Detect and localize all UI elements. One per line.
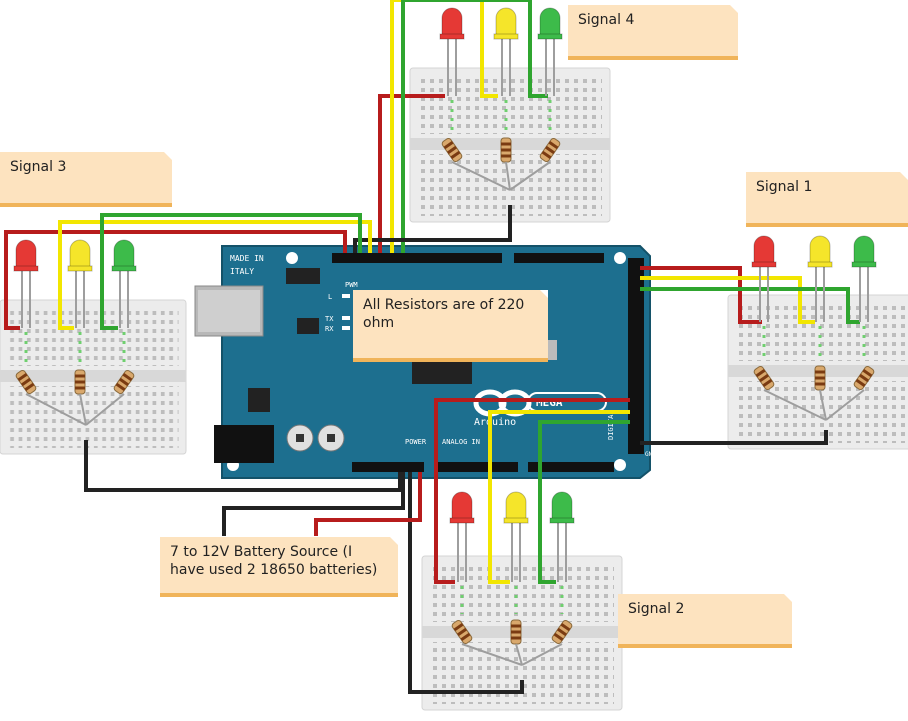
note-resistors-text: All Resistors are of 220 ohm <box>363 297 525 331</box>
led-group-signal-1 <box>751 235 877 421</box>
l-led-label: L <box>328 293 332 301</box>
led-group-signal-4 <box>439 7 563 191</box>
note-signal-4-text: Signal 4 <box>578 12 635 28</box>
brand-label: Arduino <box>474 417 516 428</box>
note-resistors: All Resistors are of 220 ohm <box>353 290 548 362</box>
green-led <box>113 239 135 269</box>
led-groups <box>13 7 877 666</box>
yellow-led <box>495 7 517 37</box>
gnd-label: GND <box>645 451 656 458</box>
green-led <box>551 491 573 521</box>
note-signal-1-text: Signal 1 <box>756 179 813 195</box>
wires <box>4 0 860 694</box>
led-group-signal-2 <box>449 491 575 666</box>
note-signal-3: Signal 3 <box>0 152 172 207</box>
red-led <box>15 239 37 269</box>
led-group-signal-3 <box>13 239 137 426</box>
model-label: MEGA <box>536 396 563 409</box>
note-signal-2: Signal 2 <box>618 594 792 648</box>
pwm-label: PWM <box>345 281 358 289</box>
yellow-led <box>809 235 831 265</box>
power-label: POWER <box>405 438 427 446</box>
note-signal-1: Signal 1 <box>746 172 908 227</box>
note-signal-3-text: Signal 3 <box>10 159 67 175</box>
arduino-mega-board: MADE IN ITALY PWM L TX RX Arduino MEGA P… <box>194 245 656 479</box>
power-jack <box>214 425 274 463</box>
analog-in-label: ANALOG IN <box>442 438 480 446</box>
note-signal-2-text: Signal 2 <box>628 601 685 617</box>
rx-label: RX <box>325 325 334 333</box>
note-battery-text: 7 to 12V Battery Source (I have used 2 1… <box>170 544 378 578</box>
italy-label: ITALY <box>230 267 254 276</box>
made-in-label: MADE IN <box>230 254 264 263</box>
note-battery: 7 to 12V Battery Source (I have used 2 1… <box>160 537 398 597</box>
red-led <box>441 7 463 37</box>
green-led <box>853 235 875 265</box>
red-led <box>451 491 473 521</box>
green-led <box>539 7 561 37</box>
yellow-led <box>505 491 527 521</box>
yellow-led <box>69 239 91 269</box>
note-signal-4: Signal 4 <box>568 5 738 60</box>
digital-label: DIGITAL <box>607 410 615 440</box>
red-led <box>753 235 775 265</box>
tx-label: TX <box>325 315 334 323</box>
